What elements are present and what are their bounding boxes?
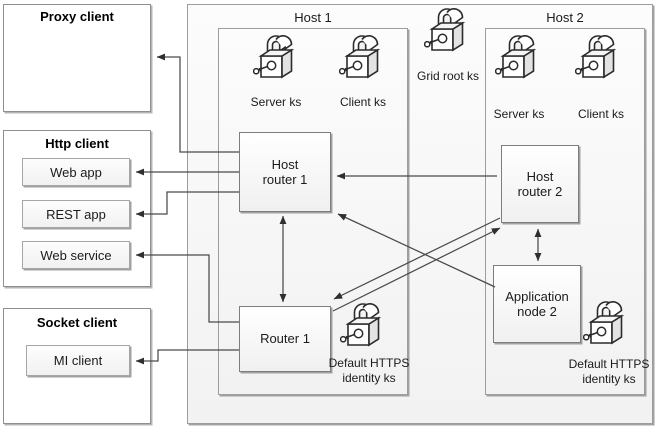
grid-root-ks-label: Grid root ks <box>416 69 479 83</box>
host-router-2-node[interactable]: Host router 2 <box>501 145 579 223</box>
rest-app-label: REST app <box>46 206 106 222</box>
padlock-with-key-icon <box>495 32 541 84</box>
web-service-box[interactable]: Web service <box>22 241 130 269</box>
http-client-title: Http client <box>45 136 109 151</box>
host-1-title: Host 1 <box>294 10 332 25</box>
application-node-2-label: Application node 2 <box>505 288 569 319</box>
router-1-label: Router 1 <box>260 331 310 347</box>
padlock-with-key-icon <box>575 32 621 84</box>
proxy-client-title: Proxy client <box>40 9 114 24</box>
host-router-1-label: Host router 1 <box>262 156 308 187</box>
router-1-node[interactable]: Router 1 <box>239 306 331 372</box>
host1-client-ks-label: Client ks <box>339 95 386 109</box>
padlock-with-key-icon <box>340 300 386 352</box>
host-2-title: Host 2 <box>546 10 584 25</box>
web-app-label: Web app <box>50 164 102 180</box>
padlock-with-key-icon <box>424 5 470 57</box>
proxy-client-panel <box>3 4 151 112</box>
socket-client-title: Socket client <box>36 315 118 330</box>
mi-client-box[interactable]: MI client <box>26 345 130 376</box>
padlock-with-key-icon <box>253 32 299 84</box>
web-app-box[interactable]: Web app <box>22 158 130 186</box>
web-service-label: Web service <box>40 247 112 263</box>
padlock-with-key-icon <box>583 298 629 350</box>
host1-server-ks-label: Server ks <box>250 95 302 109</box>
host2-default-https-identity-ks-label: Default HTTPS identity ks <box>568 357 650 386</box>
rest-app-box[interactable]: REST app <box>22 200 130 228</box>
mi-client-label: MI client <box>53 353 103 368</box>
padlock-with-key-icon <box>339 32 385 84</box>
host2-server-ks-label: Server ks <box>493 107 545 121</box>
application-node-2-node[interactable]: Application node 2 <box>493 265 581 343</box>
host-router-1-node[interactable]: Host router 1 <box>239 132 331 212</box>
host2-client-ks-label: Client ks <box>577 107 624 121</box>
host1-default-https-identity-ks-label: Default HTTPS identity ks <box>328 356 410 385</box>
host-router-2-label: Host router 2 <box>517 168 563 199</box>
